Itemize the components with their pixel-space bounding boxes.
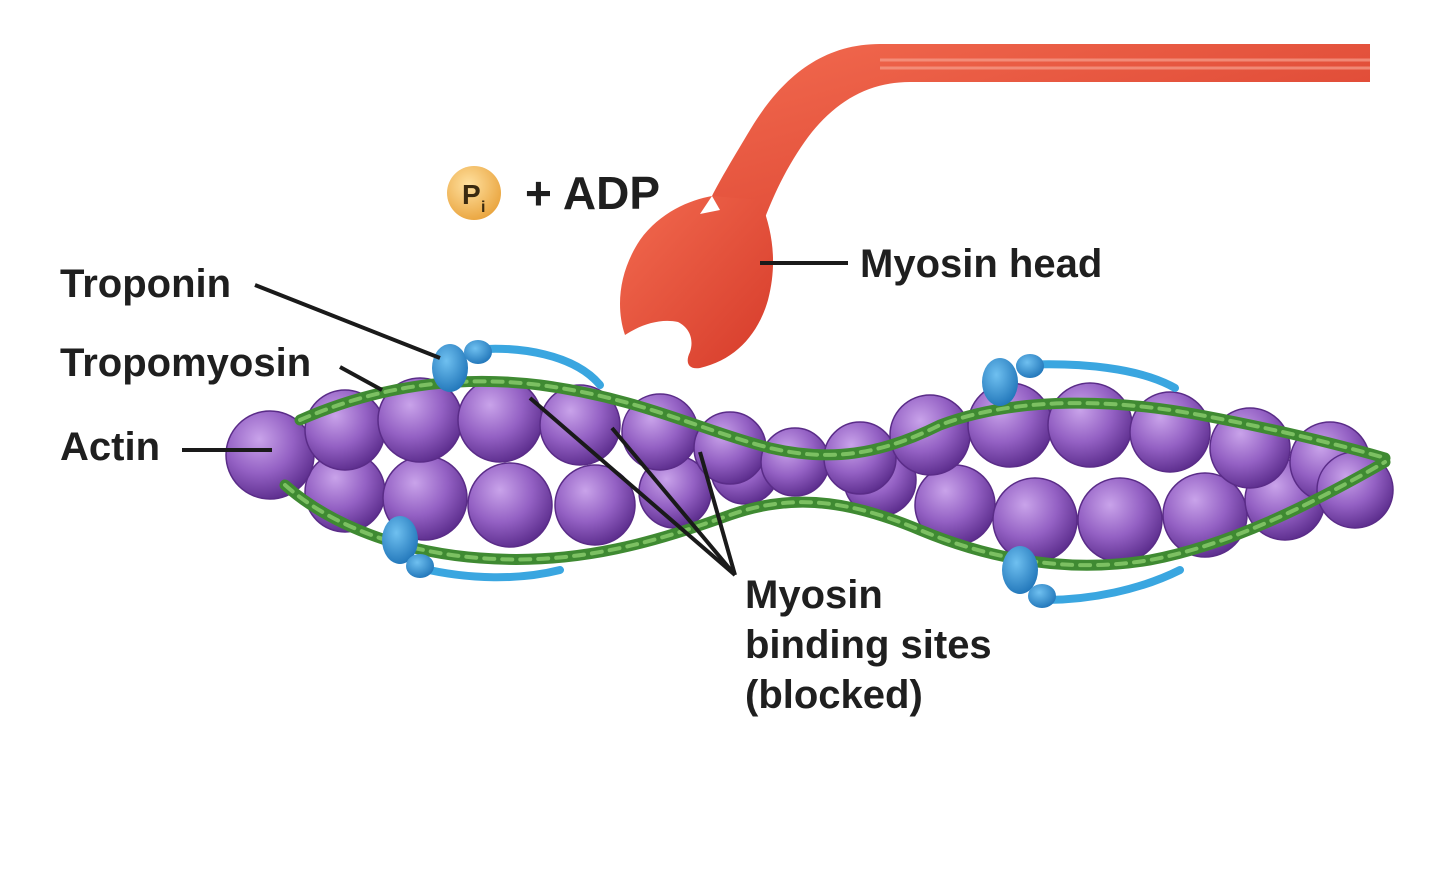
myosin-molecule [620,44,1370,369]
plus-adp-label: + ADP [525,167,660,219]
troponin-complex [382,516,564,582]
pi-subscript: i [481,199,485,216]
troponin-label: Troponin [60,262,231,306]
leader-lines [182,261,848,577]
tropomyosin-label: Tropomyosin [60,341,311,385]
troponin-complex [982,354,1179,406]
actin-monomer [457,377,543,463]
troponin-complexes [382,340,1184,608]
binding-sites-label-line1: Myosin [745,573,883,617]
actin-monomer [539,384,621,466]
actin-monomer [1077,477,1163,563]
actin-label: Actin [60,425,160,469]
pi-letter: P [462,179,481,210]
binding-site-leader-2 [610,426,737,577]
troponin-leader [254,283,441,360]
binding-sites-label-line2: binding sites [745,623,992,667]
phosphate-icon [447,166,501,220]
phosphate-adp-release: P i + ADP [447,166,660,220]
actin-monomer [1047,382,1133,468]
troponin-complex [1002,546,1184,608]
myosin-head-label: Myosin head [860,242,1102,286]
binding-site-leader-1 [528,396,737,577]
binding-site-leader-3 [698,451,737,576]
myosin-tail [690,44,1370,232]
actin-monomer [760,427,830,497]
actin-monomer [554,464,636,546]
tropomyosin-strands [279,375,1391,571]
tropomyosin-leader [339,365,383,392]
binding-sites-label-line3: (blocked) [745,673,923,717]
troponin-complex [432,340,604,392]
actin-monomer [992,477,1078,563]
myosin-tail-stripes [880,58,1370,70]
actin-monomer [467,462,553,548]
myosin-head-shape [620,196,774,369]
